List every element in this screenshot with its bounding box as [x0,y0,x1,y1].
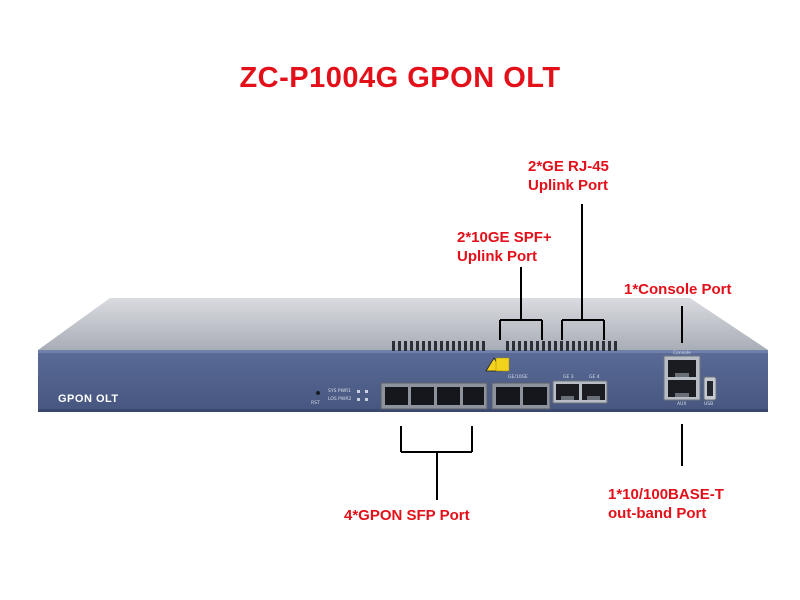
los-pwr2-label: LOS PWR2 [328,397,352,402]
callout-gpon-sfp: 4*GPON SFP Port [344,507,470,524]
callout-outband: 1*10/100BASE-T out-band Port [608,485,724,523]
callout-ge-rj45: 2*GE RJ-45 Uplink Port [528,157,609,195]
sys-pwr1-label: SYS PWR1 [328,389,352,394]
usb-port [703,376,717,401]
ge4-label: GE 4 [589,375,600,380]
reset-button [316,391,320,395]
vent-slots [392,341,617,351]
callout-lines [400,204,683,500]
usb-label: USB [704,402,714,407]
laser-warning-icon [485,357,510,372]
callout-outband-line2: out-band Port [608,505,707,522]
sfp-plus-cage [491,382,551,410]
callout-outband-line1: 1*10/100BASE-T [608,486,724,503]
uplink-label: GE/10GE [508,375,528,380]
aux-label: AUX [677,402,687,407]
callout-ge-rj45-line1: 2*GE RJ-45 [528,158,609,175]
callout-sfp-plus: 2*10GE SPF+ Uplink Port [457,228,552,266]
chassis-top [38,298,768,350]
status-leds [357,390,368,401]
gpon-sfp-cage [380,382,488,410]
page-title: ZC-P1004G GPON OLT [239,62,561,94]
callout-sfp-plus-line1: 2*10GE SPF+ [457,229,552,246]
console-aux-ports [663,355,701,401]
rst-label: RST [311,401,320,406]
ge3-label: GE 3 [563,375,574,380]
callout-console: 1*Console Port [624,281,732,298]
console-label: Console [673,351,691,356]
ge-rj45-ports [552,380,608,404]
device-brand-label: GPON OLT [58,393,119,405]
callout-ge-rj45-line2: Uplink Port [528,177,609,194]
callout-sfp-plus-line2: Uplink Port [457,248,538,265]
